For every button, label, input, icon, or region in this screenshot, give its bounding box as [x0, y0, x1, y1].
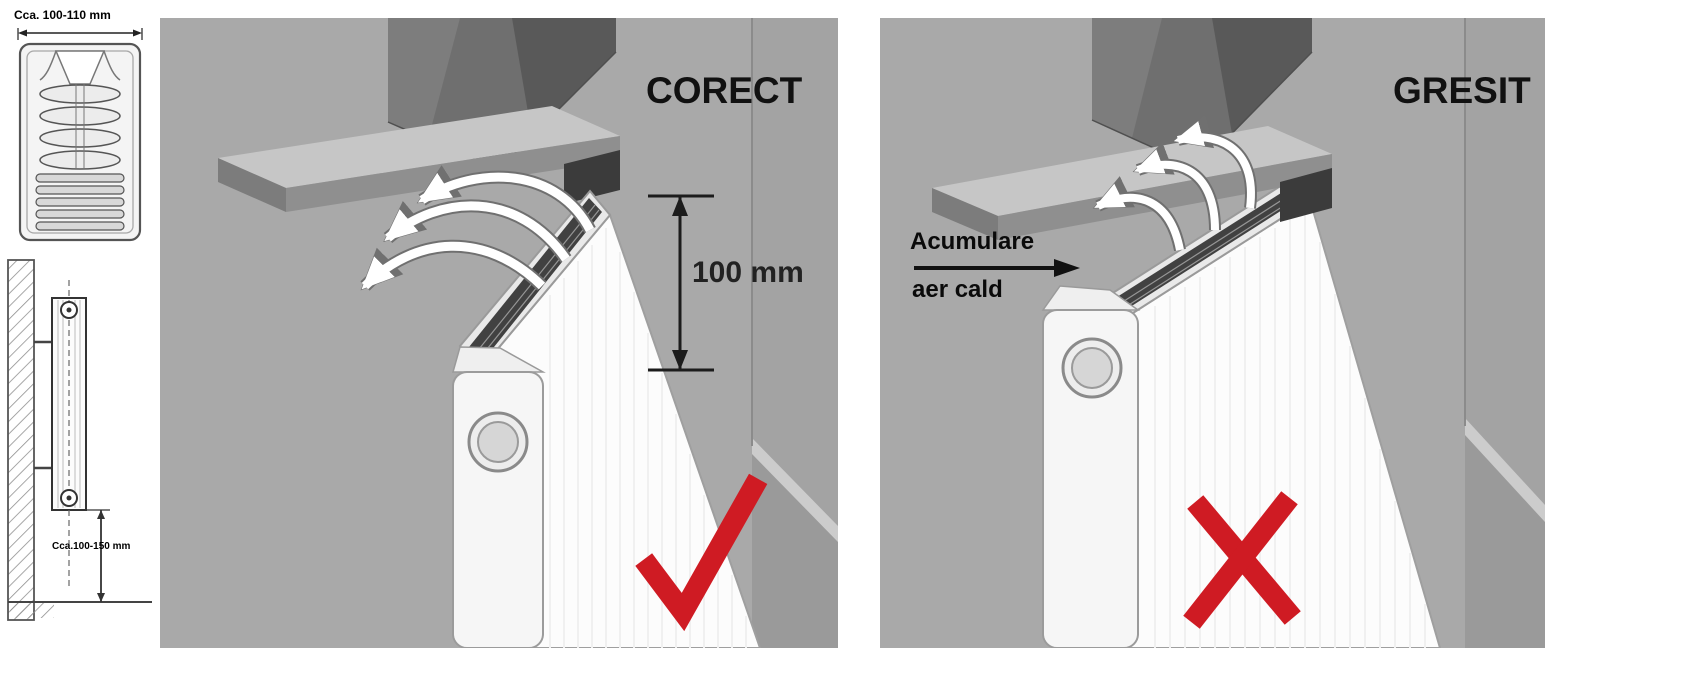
cross-section-dimension-label: Cca. 100-110 mm: [14, 8, 111, 22]
hot-air-annotation-line1: Acumulare: [910, 228, 1035, 255]
correct-scene: [160, 18, 838, 648]
correct-panel-title: CORECT: [646, 70, 803, 111]
technical-drawings-sidebar: Cca. 100-110 mm: [0, 0, 160, 700]
hot-air-annotation-line2: aer cald: [912, 276, 1003, 303]
wrong-panel-title: GRESIT: [1393, 70, 1531, 111]
radiator-cross-section-drawing: [17, 28, 143, 242]
cross-section-body: [18, 42, 142, 242]
airflow-arrows: [360, 165, 596, 291]
checkmark-icon: [635, 473, 768, 632]
window-recess: [387, 18, 617, 171]
radiator-side-view-drawing: [7, 259, 152, 621]
wrong-installation-panel: GRESIT Acumulare aer cald: [880, 18, 1545, 648]
hot-air-arrow: [914, 259, 1080, 277]
radiator-side-view: [51, 280, 87, 590]
end-cap: [1041, 285, 1141, 648]
width-dimension-arrow: [17, 28, 143, 40]
gap-dimension-label: 100 mm: [692, 256, 804, 289]
radiator-ribs: [1154, 208, 1426, 648]
wall-brackets: [34, 340, 52, 470]
convector-fins: [39, 84, 121, 170]
gap-dimension-indicator: [648, 194, 714, 372]
radiator: [1041, 176, 1442, 648]
wall-corner: [751, 18, 838, 648]
correct-installation-panel: CORECT 100 mm: [160, 18, 838, 648]
floor-clearance-dimension: [86, 509, 110, 602]
window-recess: [1091, 18, 1313, 169]
radiator-ribs: [549, 228, 747, 648]
air-funnel: [54, 50, 106, 85]
lower-slats: [35, 173, 125, 231]
trapped-airflow-arrows: [1092, 114, 1257, 252]
side-view-dimension-label: Cca.100-150 mm: [52, 541, 131, 552]
cross-icon: [1183, 491, 1301, 629]
end-cap: [452, 346, 546, 648]
wall-corner: [1464, 18, 1545, 648]
wrong-scene: [880, 18, 1545, 648]
wall-hatching: [7, 259, 54, 621]
